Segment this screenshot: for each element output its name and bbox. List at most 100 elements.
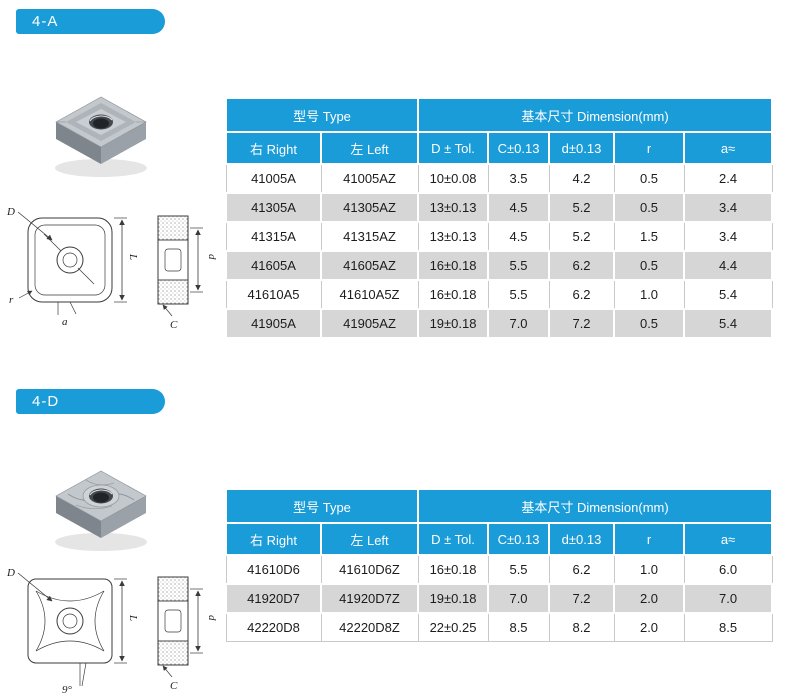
section-badge-4d: 4-D: [16, 389, 165, 414]
table-cell: 2.4: [683, 163, 773, 194]
drawing-label-L: L: [127, 253, 139, 260]
table-cell: 0.5: [613, 192, 686, 223]
drawing-label-angle: 9°: [62, 684, 73, 695]
carbide-insert-image-4d: [55, 470, 147, 551]
table-cell: 4.2: [548, 163, 615, 194]
table-cell: 2.0: [613, 612, 685, 642]
drawing-label-L: L: [127, 614, 139, 621]
spec-table-4a-table: 型号 Type 基本尺寸 Dimension(mm) 右 Right 左 Lef…: [224, 97, 774, 339]
table-cell: 7.0: [487, 308, 551, 339]
table-cell: 4.4: [683, 250, 774, 281]
table-cell: 4.5: [487, 192, 551, 223]
col-group-dimension: 基本尺寸 Dimension(mm): [417, 97, 774, 133]
table-cell: 1.0: [613, 554, 685, 585]
table-cell: 10±0.08: [417, 163, 489, 194]
table-cell: 41920D7: [225, 583, 322, 614]
table-cell: 8.5: [487, 612, 550, 642]
table-cell: 2.0: [613, 583, 686, 614]
table-cell: 13±0.13: [417, 192, 490, 223]
table-cell: 19±0.18: [417, 308, 490, 339]
table-cell: 0.5: [613, 163, 685, 194]
col-header-r: r: [613, 522, 686, 556]
col-header-c-tol: C±0.13: [487, 131, 551, 165]
table-cell: 1.5: [613, 221, 685, 252]
table-cell: 13±0.13: [417, 221, 489, 252]
table-cell: 4.5: [487, 221, 550, 252]
table-cell: 8.5: [683, 612, 773, 642]
drawing-label-D: D: [6, 206, 15, 218]
drawing-label-r: r: [9, 294, 14, 306]
table-cell: 19±0.18: [417, 583, 490, 614]
line-drawing-4a: D L r a C d: [6, 206, 218, 331]
table-cell: 41315AZ: [320, 221, 419, 252]
table-cell: 5.4: [683, 308, 774, 339]
table-cell: 8.2: [548, 612, 615, 642]
table-cell: 41610A5: [225, 279, 322, 310]
table-cell: 5.2: [548, 192, 616, 223]
table-cell: 6.2: [548, 250, 616, 281]
table-cell: 7.0: [683, 583, 774, 614]
table-cell: 22±0.25: [417, 612, 489, 642]
table-cell: 5.4: [683, 279, 773, 310]
table-cell: 3.5: [487, 163, 550, 194]
table-cell: 6.2: [548, 554, 615, 585]
col-header-a-approx: a≈: [683, 131, 774, 165]
drawing-label-D: D: [6, 567, 15, 579]
spec-table-4a: 型号 Type 基本尺寸 Dimension(mm) 右 Right 左 Lef…: [224, 97, 774, 339]
table-cell: 41305A: [225, 192, 322, 223]
spec-table-4d: 型号 Type 基本尺寸 Dimension(mm) 右 Right 左 Lef…: [224, 488, 774, 642]
col-header-right: 右 Right: [225, 522, 322, 556]
table-cell: 16±0.18: [417, 250, 490, 281]
col-header-d-small-tol: d±0.13: [548, 522, 616, 556]
table-cell: 7.0: [487, 583, 551, 614]
col-group-type: 型号 Type: [224, 97, 420, 133]
table-cell: 41610D6: [225, 554, 322, 585]
col-group-type: 型号 Type: [224, 488, 420, 524]
spec-table-4d-table: 型号 Type 基本尺寸 Dimension(mm) 右 Right 左 Lef…: [224, 488, 774, 642]
insert-photo-4d: [46, 450, 154, 556]
table-cell: 41920D7Z: [319, 583, 420, 614]
table-cell: 6.2: [548, 279, 615, 310]
table-cell: 0.5: [613, 308, 686, 339]
table-cell: 5.5: [487, 554, 550, 585]
col-header-left: 左 Left: [319, 522, 420, 556]
table-cell: 1.0: [613, 279, 685, 310]
table-cell: 6.0: [683, 554, 773, 585]
table-cell: 5.2: [548, 221, 615, 252]
table-cell: 41315A: [225, 221, 322, 252]
col-header-c-tol: C±0.13: [487, 522, 551, 556]
carbide-insert-image-4a: [55, 96, 147, 177]
table-cell: 41610D6Z: [320, 554, 419, 585]
table-cell: 41610A5Z: [320, 279, 419, 310]
line-drawing-4d: D L 9° C d: [6, 567, 218, 696]
table-cell: 5.5: [487, 250, 551, 281]
table-cell: 41305AZ: [319, 192, 420, 223]
table-cell: 0.5: [613, 250, 686, 281]
drawing-label-C: C: [170, 680, 178, 692]
table-cell: 16±0.18: [417, 279, 489, 310]
insert-photo-4a: [46, 76, 154, 182]
col-header-a-approx: a≈: [683, 522, 774, 556]
table-cell: 41005A: [225, 163, 322, 194]
col-header-d-tol: D ± Tol.: [417, 522, 490, 556]
col-header-r: r: [613, 131, 686, 165]
table-cell: 41605A: [225, 250, 322, 281]
table-cell: 41905AZ: [319, 308, 420, 339]
col-header-left: 左 Left: [319, 131, 420, 165]
table-cell: 42220D8Z: [320, 612, 419, 642]
drawing-label-d: d: [206, 254, 218, 260]
col-header-d-small-tol: d±0.13: [548, 131, 616, 165]
drawing-label-a: a: [62, 316, 68, 328]
table-cell: 41605AZ: [319, 250, 420, 281]
